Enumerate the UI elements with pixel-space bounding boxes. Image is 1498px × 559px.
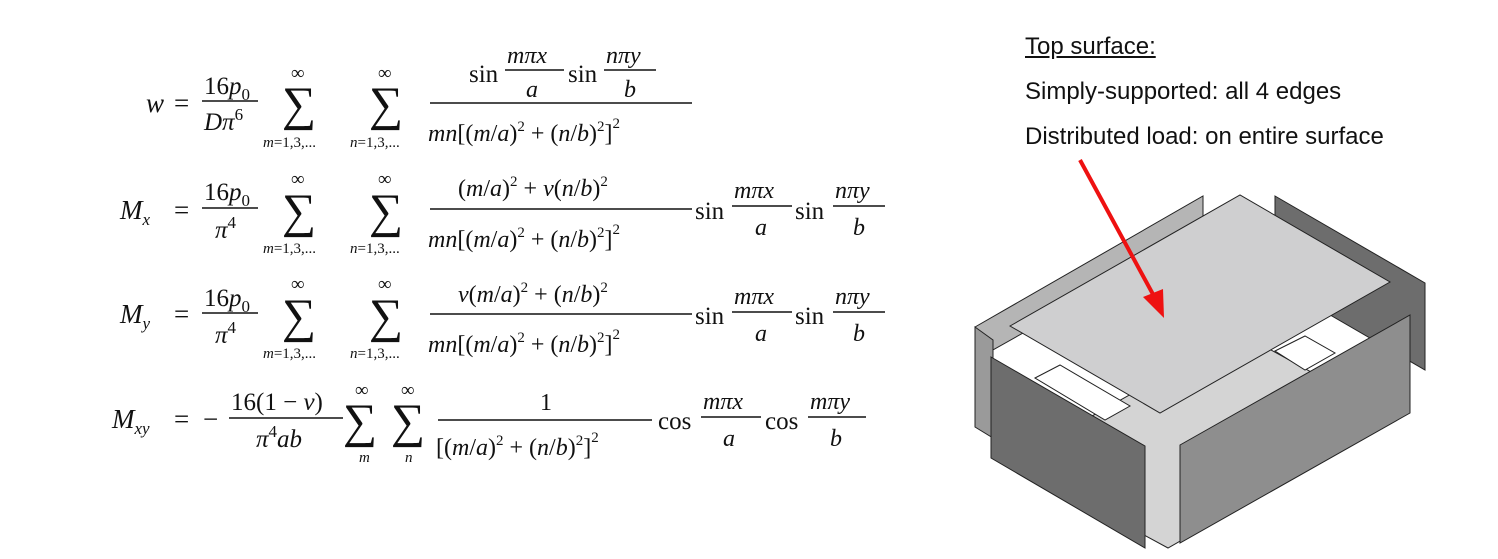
svg-text:m=1,3,...: m=1,3,... [263, 241, 316, 257]
svg-text:mπx: mπx [703, 389, 743, 415]
svg-text:∞: ∞ [401, 380, 415, 401]
svg-text:π4: π4 [215, 318, 237, 349]
left-side-wall [974, 326, 994, 439]
svg-text:b: b [624, 77, 636, 103]
svg-text:sin: sin [795, 303, 825, 330]
svg-text:a: a [723, 426, 735, 452]
top-surface-heading: Top surface: [1025, 33, 1156, 60]
svg-text:nπy: nπy [606, 43, 641, 69]
svg-text:∑: ∑ [282, 290, 316, 343]
svg-text:16p0: 16p0 [204, 179, 250, 210]
svg-text:16(1 − ν): 16(1 − ν) [231, 389, 323, 416]
support-label: Simply-supported: all 4 edges [1025, 78, 1342, 105]
svg-text:b: b [853, 321, 865, 347]
svg-text:n=1,3,...: n=1,3,... [350, 135, 400, 151]
equation-mx: Mx = 16p0 π4 ∞ ∑ m=1,3,... ∞ ∑ n=1,3,...… [119, 169, 885, 257]
svg-text:ν(m/a)2 + (n/b)2: ν(m/a)2 + (n/b)2 [458, 280, 608, 308]
svg-text:mπy: mπy [810, 389, 850, 415]
plate-diagram [974, 159, 1426, 549]
svg-text:m=1,3,...: m=1,3,... [263, 346, 316, 362]
svg-text:mπx: mπx [734, 284, 774, 310]
svg-text:sin: sin [795, 198, 825, 225]
svg-text:nπy: nπy [835, 178, 870, 204]
svg-text:16p0: 16p0 [204, 285, 250, 316]
svg-text:[(m/a)2 + (n/b)2]2: [(m/a)2 + (n/b)2]2 [436, 430, 599, 461]
svg-text:Mx: Mx [119, 195, 151, 229]
svg-text:∞: ∞ [378, 63, 392, 84]
svg-text:sin: sin [469, 61, 499, 88]
svg-text:∞: ∞ [378, 169, 392, 190]
svg-text:=: = [174, 88, 189, 118]
svg-text:∞: ∞ [378, 274, 392, 295]
svg-text:m=1,3,...: m=1,3,... [263, 135, 316, 151]
svg-text:a: a [755, 321, 767, 347]
svg-text:∑: ∑ [369, 290, 403, 343]
svg-text:n: n [405, 450, 413, 466]
svg-text:a: a [755, 215, 767, 241]
svg-text:sin: sin [695, 303, 725, 330]
equation-my: My = 16p0 π4 ∞ ∑ m=1,3,... ∞ ∑ n=1,3,...… [119, 274, 885, 362]
equation-mxy: Mxy = − 16(1 − ν) π4ab ∞ ∑ m ∞ ∑ n 1 [(m… [111, 380, 866, 466]
svg-text:m: m [359, 450, 370, 466]
svg-text:π4ab: π4ab [256, 422, 302, 453]
svg-text:∑: ∑ [391, 395, 425, 448]
svg-text:cos: cos [658, 408, 691, 435]
front-right-wall [1179, 314, 1411, 544]
svg-text:b: b [853, 215, 865, 241]
svg-text:Mxy: Mxy [111, 404, 150, 438]
svg-text:mπx: mπx [507, 43, 547, 69]
svg-text:My: My [119, 299, 151, 333]
load-label: Distributed load: on entire surface [1025, 123, 1384, 150]
svg-text:cos: cos [765, 408, 798, 435]
svg-text:π4: π4 [215, 213, 237, 244]
svg-text:n=1,3,...: n=1,3,... [350, 346, 400, 362]
equation-w: w = 16p0 Dπ6 ∞ ∑ m=1,3,... ∞ ∑ n=1,3,...… [146, 43, 692, 151]
front-left-wall [990, 356, 1146, 549]
svg-text:w: w [146, 88, 164, 118]
svg-text:mπx: mπx [734, 178, 774, 204]
svg-text:=: = [174, 195, 189, 225]
svg-text:∞: ∞ [291, 169, 305, 190]
diagram-labels: Top surface: Simply-supported: all 4 edg… [1025, 24, 1384, 159]
svg-text:=: = [174, 404, 189, 434]
svg-text:∑: ∑ [343, 395, 377, 448]
svg-text:∑: ∑ [369, 185, 403, 238]
svg-text:mn[(m/a)2 + (n/b)2]2: mn[(m/a)2 + (n/b)2]2 [428, 327, 620, 358]
svg-text:−: − [203, 404, 218, 434]
svg-text:∞: ∞ [355, 380, 369, 401]
svg-text:a: a [526, 77, 538, 103]
load-arrow [1078, 159, 1157, 299]
svg-text:sin: sin [568, 61, 598, 88]
svg-text:sin: sin [695, 198, 725, 225]
svg-text:b: b [830, 426, 842, 452]
load-arrow-head [1143, 289, 1164, 318]
svg-text:16p0: 16p0 [204, 73, 250, 104]
top-plate [1008, 194, 1392, 414]
svg-text:∑: ∑ [282, 78, 316, 131]
svg-text:mn[(m/a)2 + (n/b)2]2: mn[(m/a)2 + (n/b)2]2 [428, 222, 620, 253]
svg-text:(m/a)2 + ν(n/b)2: (m/a)2 + ν(n/b)2 [458, 174, 608, 202]
svg-text:∞: ∞ [291, 63, 305, 84]
svg-text:=: = [174, 299, 189, 329]
svg-text:nπy: nπy [835, 284, 870, 310]
svg-text:mn[(m/a)2 + (n/b)2]2: mn[(m/a)2 + (n/b)2]2 [428, 116, 620, 147]
svg-text:1: 1 [540, 390, 552, 416]
svg-text:∑: ∑ [282, 185, 316, 238]
svg-text:∞: ∞ [291, 274, 305, 295]
svg-text:∑: ∑ [369, 78, 403, 131]
svg-text:Dπ6: Dπ6 [203, 105, 243, 136]
svg-text:n=1,3,...: n=1,3,... [350, 241, 400, 257]
